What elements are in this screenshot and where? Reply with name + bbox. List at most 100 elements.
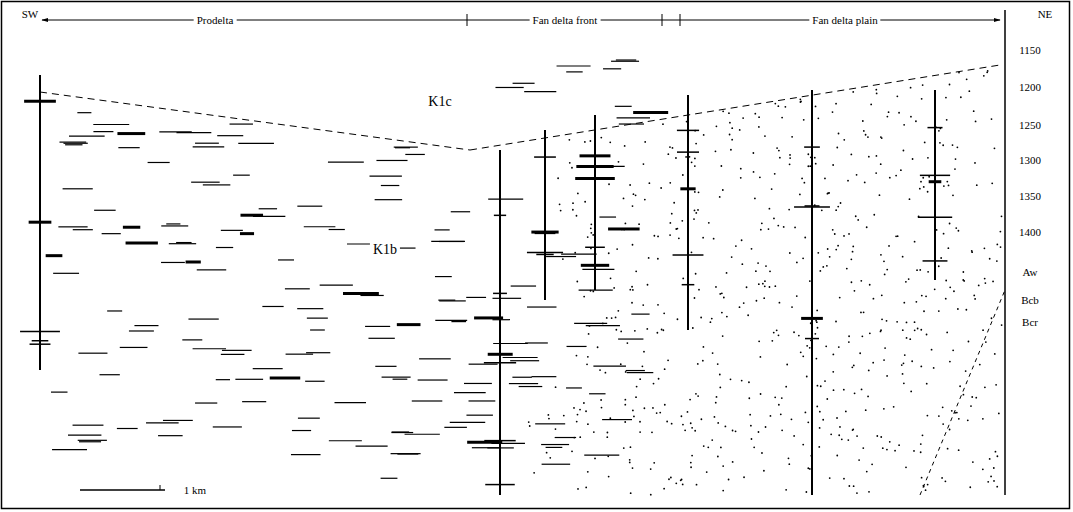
zone-label: NE [1035,8,1056,20]
sand-dot [945,97,947,99]
shale-dash [161,262,185,263]
sand-dot [800,351,802,353]
sand-dot [856,492,858,494]
sand-dot [774,285,776,287]
shale-dash [439,300,466,301]
sand-dot [817,327,819,329]
sand-dot [865,409,867,411]
sand-dot [809,165,811,167]
shale-dash [561,254,597,255]
sand-dot [698,289,700,291]
sand-dot [584,201,586,203]
sand-dot [836,455,838,457]
sand-dot [863,130,865,132]
well-bed [794,206,830,208]
sand-dot [590,232,592,234]
sand-dot [568,139,570,141]
sand-dot [819,427,821,429]
sand-dot [694,165,696,167]
sand-dot [585,410,587,412]
depth-label: 1200 [1016,81,1044,93]
sand-dot [730,149,732,151]
shale-dash [163,420,193,421]
sand-dot [942,423,944,425]
sand-dot [886,375,888,377]
sand-dot [804,237,806,239]
sand-dot [594,458,596,460]
sand-dot [577,414,579,416]
sand-dot [881,137,883,139]
sand-dot [753,446,755,448]
sand-dot [589,140,591,142]
sand-dot [806,376,808,378]
sand-dot [862,447,864,449]
sand-dot [682,484,684,486]
shale-dash [158,435,183,436]
sand-dot [886,269,888,271]
sand-dot [798,335,800,337]
shale-dash [511,285,536,286]
sand-dot [971,251,973,253]
sand-dot [952,194,954,196]
sand-dot [910,116,912,118]
sand-dot [672,147,674,149]
sand-dot [716,396,718,398]
sand-dot [953,290,955,292]
sand-dot [611,317,613,319]
sand-dot [909,198,911,200]
sand-dot [784,106,786,108]
shale-dash [304,226,336,227]
sand-dot [927,484,929,486]
sand-dot [996,455,998,457]
sand-dot [863,311,865,313]
sand-dot [774,103,776,105]
sand-dot [664,404,666,406]
sand-dot [714,416,716,418]
sand-dot [880,254,882,256]
sand-dot [789,157,791,159]
sand-dot [731,256,733,258]
sand-dot [739,306,741,308]
zone-label: SW [19,8,42,20]
well-bed [29,221,52,224]
sand-dot [806,345,808,347]
sand-dot [750,425,752,427]
sand-dot [583,402,585,404]
shale-dash [120,347,148,348]
sand-dot [615,329,617,331]
sand-dot [638,223,640,225]
sand-dot [876,155,878,157]
sand-dot [872,362,874,364]
sand-dot [1001,324,1003,326]
sand-dot [747,314,749,316]
sand-dot [647,284,649,286]
sand-dot [868,491,870,493]
sand-dot [944,480,946,482]
sand-dot [949,84,951,86]
depth-label: Bcb [1018,294,1042,306]
well-bed [581,264,609,267]
sand-dot [827,248,829,250]
sand-dot [650,468,652,470]
sand-dot [984,278,986,280]
zone-label: Fan delta front [530,14,601,26]
sand-dot [901,364,903,366]
sand-dot [788,463,790,465]
sand-dot [641,365,643,367]
shale-dash [466,297,486,298]
sand-dot [850,154,852,156]
sand-dot [549,457,551,459]
sand-dot [719,196,721,198]
sand-dot [751,248,753,250]
sand-dot [771,340,773,342]
shale-dash [454,392,486,393]
shale-dash [79,441,101,442]
sand-dot [903,302,905,304]
sand-dot [833,389,835,391]
sand-dot [739,129,741,131]
shale-dash [123,226,140,229]
sand-dot [613,287,615,289]
well-bed [534,156,556,158]
sand-dot [978,285,980,287]
sand-dot [760,229,762,231]
